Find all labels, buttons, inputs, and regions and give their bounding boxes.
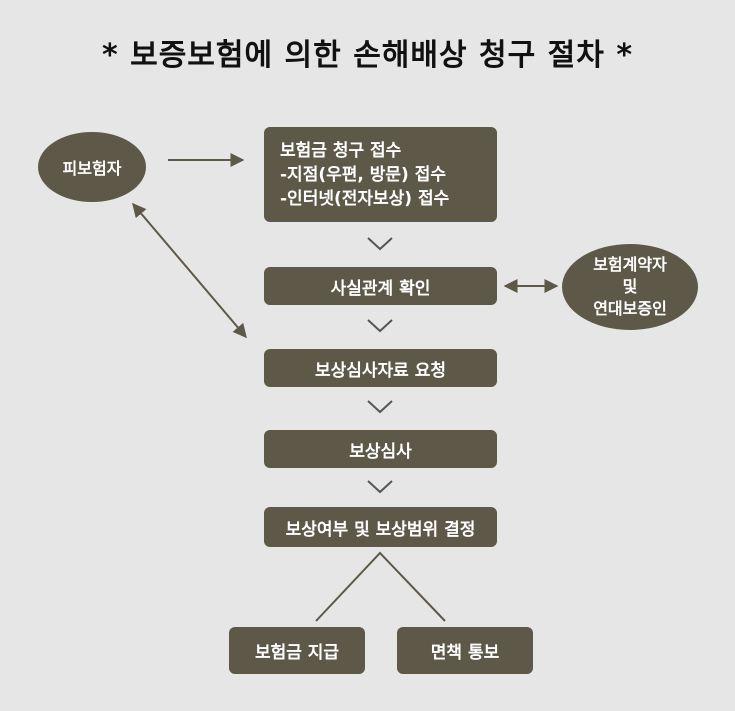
denial-label: 면책 통보 [430,643,500,663]
chevron-down-icon [367,319,393,333]
page-title: * 보증보험에 의한 손해배상 청구 절차 * [101,38,634,73]
denial-box: 면책 통보 [397,627,533,674]
chevron-down-icon [367,400,393,414]
request-docs-box: 보상심사자료 요청 [264,349,497,387]
claim-receipt-box: 보험금 청구 접수 -지점(우편, 방문) 접수 -인터넷(전자보상) 접수 [264,127,497,222]
contractor-line2: 및 [622,277,638,296]
review-box: 보상심사 [264,430,497,468]
review-label: 보상심사 [349,441,412,462]
arrow-insured-request-docs [132,202,247,339]
branch-lines [315,551,446,622]
payment-box: 보험금 지급 [229,627,365,674]
decision-box: 보상여부 및 보상범위 결정 [264,507,497,547]
chevron-down-icon [367,480,393,494]
decision-label: 보상여부 및 보상범위 결정 [285,519,476,540]
fact-check-label: 사실관계 확인 [330,278,431,299]
claim-receipt-title: 보험금 청구 접수 [280,140,402,161]
request-docs-label: 보상심사자료 요청 [314,360,447,381]
fact-check-box: 사실관계 확인 [264,267,497,305]
contractor-line1: 보험계약자 [593,255,667,274]
insured-label: 피보험자 [62,159,122,178]
chevron-down-icon [367,237,393,251]
insured-node: 피보험자 [38,132,146,202]
payment-label: 보험금 지급 [254,643,340,663]
contractor-node: 보험계약자 및 연대보증인 [562,244,698,330]
contractor-line3: 연대보증인 [593,299,667,318]
claim-receipt-branch: -지점(우편, 방문) 접수 [280,164,447,185]
claim-receipt-internet: -인터넷(전자보상) 접수 [280,188,450,209]
